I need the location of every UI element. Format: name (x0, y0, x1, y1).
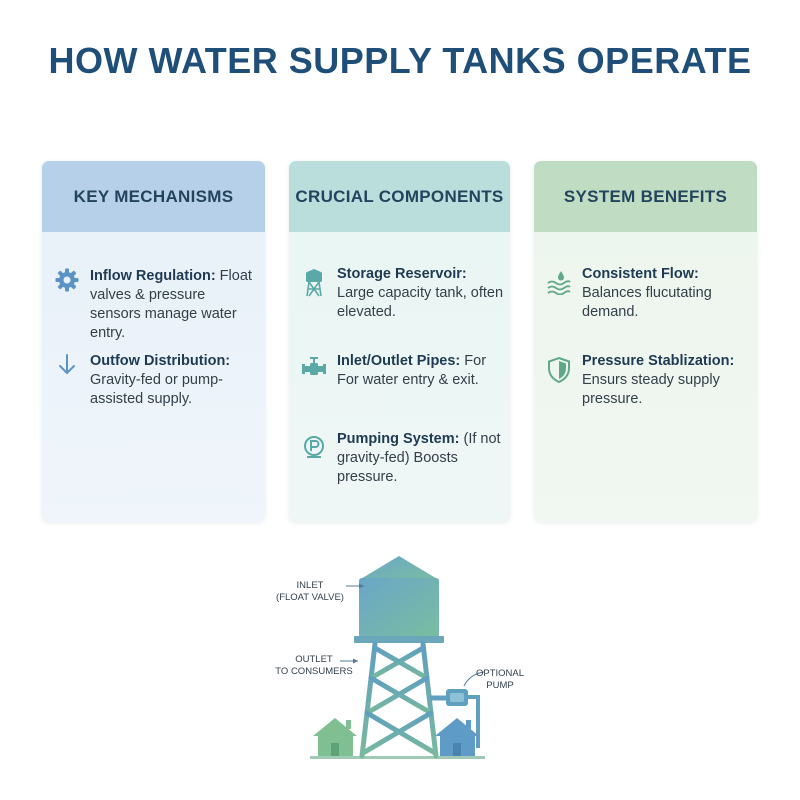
item-text: Gravity-fed or pump-assisted supply. (90, 372, 223, 407)
page-title: HOW WATER SUPPLY TANKS OPERATE (48, 40, 752, 81)
item-label: Inlet/Outlet Pipes: (337, 353, 461, 369)
pump-pointer (463, 671, 485, 687)
tank-platform (354, 636, 444, 643)
item-label: Outfow Distribution: (90, 353, 231, 369)
item-text: (If not gravity-fed) Boosts pressure. (337, 431, 501, 485)
pipe-valve-icon (301, 355, 327, 381)
crucial-components-header: CRUCIAL COMPONENTS (289, 161, 510, 232)
item-text: Float valves & pressure sensors manage w… (90, 268, 252, 341)
arrow-down-icon (54, 352, 80, 378)
outlet-label: OUTLET TO CONSUMERS (275, 654, 353, 677)
tank-roof (359, 556, 439, 580)
tower-legs (359, 641, 439, 759)
water-tower-icon (301, 268, 327, 297)
item-label: Pressure Stablization: (582, 353, 735, 369)
item-text: For For water entry & exit. (337, 353, 487, 388)
water-flow-icon (546, 269, 572, 296)
item-label: Consistent Flow: (582, 266, 699, 282)
pump-icon (301, 434, 327, 460)
water-tower-diagram: INLET (FLOAT VALVE) OUTLET TO CONSUMERS … (260, 548, 560, 768)
system-benefits-card: SYSTEM BENEFITS Consistent Flow: Balance… (534, 161, 757, 522)
water-tower-illustration (310, 556, 485, 759)
key-mechanisms-header: KEY MECHANISMS (42, 161, 265, 232)
crucial-components-card: CRUCIAL COMPONENTS Storage Reservoir: La… (289, 161, 510, 522)
inlet-label: INLET (FLOAT VALVE) (276, 580, 344, 603)
item-text: Balances flucutating demand. (582, 285, 712, 320)
item-text: Ensurs steady supply pressure. (582, 372, 720, 407)
crucial-components-body: Storage Reservoir: Large capacity tank, … (289, 232, 510, 522)
house-right (435, 718, 479, 756)
item-label: Pumping System: (337, 431, 460, 447)
system-benefits-body: Consistent Flow: Balances flucutating de… (534, 232, 757, 522)
ground-line (310, 756, 485, 759)
pump-label: OPTIONAL PUMP (475, 668, 525, 691)
key-mechanisms-body: Inflow Regulation: Float valves & pressu… (42, 232, 265, 522)
gear-icon (54, 267, 80, 293)
house-left (313, 718, 357, 756)
tank-body (359, 578, 439, 638)
system-benefits-header: SYSTEM BENEFITS (534, 161, 757, 232)
item-text: Large capacity tank, often elevated. (337, 285, 504, 320)
key-mechanisms-card: KEY MECHANISMS (42, 161, 265, 522)
shield-icon (546, 356, 572, 384)
item-label: Inflow Regulation: (90, 268, 216, 284)
item-label: Storage Reservoir: (337, 266, 467, 282)
